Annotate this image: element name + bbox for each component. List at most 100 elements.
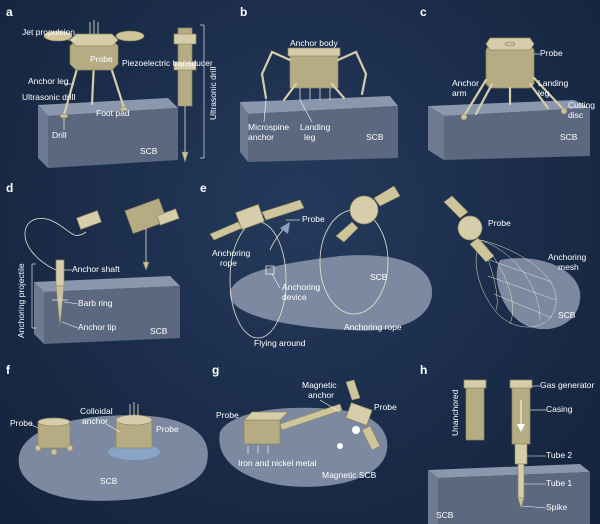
label-anchoring-mesh: Anchoring [548,252,587,262]
label-tube-2: Tube 2 [546,450,572,460]
anchoring-projectile-vertical-label: Anchoring projectile [16,263,26,338]
label-anchor-body: Anchor body [290,38,338,48]
label-scb-c: SCB [560,132,578,142]
panel-f-letter: f [6,363,11,377]
label-probe-2: Probe [156,424,179,434]
label-probe: Probe [540,48,563,58]
label-anchor-tip: Anchor tip [78,322,117,332]
panel-d-letter: d [6,181,13,195]
probe-body [345,402,373,426]
panel-d: d Anchoring projectile Anchor shaft Barb… [6,181,180,344]
ultrasonic-drill-vertical-label: Ultrasonic drill [208,67,218,120]
label-leg: leg [538,88,550,98]
label-scb-e: SCB [370,272,388,282]
down-arrow-icon [517,424,525,432]
scb-slab-top [38,98,178,116]
tube-2 [514,443,528,465]
scb-slab-side [38,105,48,168]
label-scb-h: SCB [436,510,454,520]
label-ultrasonic: Ultrasonic drill [22,92,75,102]
label-probe: Probe [302,214,325,224]
label-tube-1: Tube 1 [546,478,572,488]
label-magnetic: Magnetic [302,380,337,390]
label-cutting: Cutting [568,100,595,110]
unanchored-device [465,381,485,441]
launcher [76,210,102,230]
scb-slab [48,108,178,168]
anchor-body [289,53,339,89]
panel-b: b Anchor body Microspine anchor Landing … [240,5,398,162]
label-scb-a: SCB [140,146,158,156]
panel-c-letter: c [420,5,427,19]
label-scb-e2: SCB [558,310,576,320]
label-leg: leg [304,132,316,142]
panel-e-letter: e [200,181,207,195]
probe-body [124,198,168,234]
label-anchor: anchor [82,416,108,426]
label-mesh: mesh [558,262,579,272]
magnetic-anchor-icon [352,426,360,434]
panel-a: a Ultrasonic drill Jet propulsion [6,5,218,168]
label-scb-b: SCB [366,132,384,142]
label-anchor: Anchor [452,78,479,88]
gas-generator [509,379,533,389]
label-colloidal: Colloidal [80,406,113,416]
probe-body [243,419,281,445]
magnet-glow-icon [337,443,343,449]
label-drill: Drill [52,130,67,140]
label-landing: Landing [538,78,569,88]
label-arm: arm [452,88,467,98]
label-casing: Casing [546,404,573,414]
label-anchor-leg: Anchor leg [28,76,69,86]
probe-body [485,43,535,89]
anchoring-mesh [475,239,557,328]
scb-asteroid [229,255,433,331]
label-anchor: anchor [308,390,334,400]
propeller [43,30,73,42]
label-probe: Probe [216,410,239,420]
label-foot-pad: Foot pad [96,108,130,118]
label-jet-propulsion: Jet propulsion [22,27,75,37]
label-probe-2: Probe [374,402,397,412]
label-device: device [282,292,307,302]
label-magnetic-scb: Magnetic SCB [322,470,377,480]
label-flying-around: Flying around [254,338,306,348]
label-landing: Landing [300,122,331,132]
solar-panel [261,199,305,221]
label-barb-ring: Barb ring [78,298,113,308]
label-probe: Probe [10,418,33,428]
unanchored-vertical-label: Unanchored [450,389,460,436]
probe-body [349,195,379,225]
panel-h-letter: h [420,363,427,377]
anchoring-projectile [55,259,65,287]
label-rope: rope [220,258,237,268]
panel-h: h Unanchored Gas generator Casing Tube 2… [420,363,595,524]
tube-1 [517,463,525,499]
tether-cable [24,218,87,273]
panel-a-letter: a [6,5,13,19]
probe-body [457,215,483,241]
label-anchoring-device-1: Anchoring [282,282,321,292]
label-iron-nickel: Iron and nickel metal [238,458,317,468]
panel-f: f Probe Colloidal anchor Probe SCB [6,363,208,501]
scb-slab [248,106,398,162]
panel-e: e Probe Anchoring rope Anchoring device … [200,181,587,348]
label-gas-generator: Gas generator [540,380,595,390]
flying-arrow [280,222,290,234]
label-microspine: Microspine [248,122,289,132]
panel-g-letter: g [212,363,219,377]
label-disc: disc [568,110,584,120]
label-scb-f: SCB [100,476,118,486]
panel-c: c Probe Anchor arm Landing leg Cutting d… [420,5,595,160]
label-anchoring-rope: Anchoring rope [344,322,402,332]
scb-slab [444,108,590,160]
spike [517,497,525,510]
scb-slab [44,286,180,344]
label-piezoelectric: Piezoelectric transducer [122,58,213,68]
probe-body [235,203,265,231]
panel-b-letter: b [240,5,247,19]
scb-slab [438,472,590,524]
label-probe-2: Probe [488,218,511,228]
anchoring-device [265,265,275,275]
